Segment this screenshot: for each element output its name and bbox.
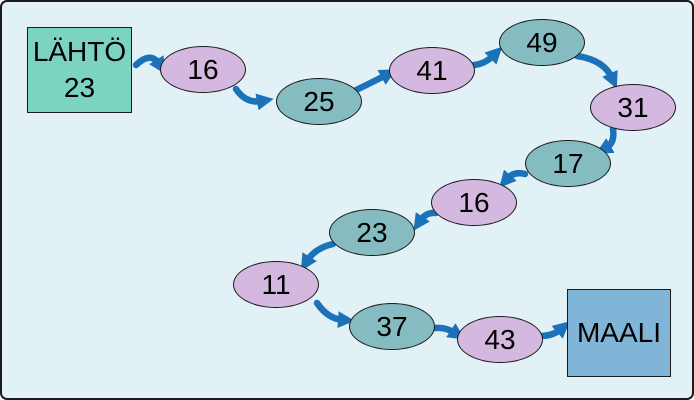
arrow-16-to-23	[413, 209, 440, 231]
node-label: 16	[187, 53, 219, 85]
node-43: 43	[457, 316, 543, 363]
node-17: 17	[525, 140, 611, 187]
arrow-17-to-16	[499, 169, 529, 188]
node-25: 25	[276, 78, 362, 125]
node-label: 25	[303, 85, 335, 117]
node-label: 31	[617, 91, 649, 123]
node-label: 17	[552, 147, 584, 179]
node-label: 41	[416, 54, 448, 86]
arrow-11-to-37	[313, 299, 355, 329]
arrow-31-to-17	[595, 125, 617, 154]
start-label: LÄHTÖ	[32, 35, 127, 67]
node-41: 41	[389, 47, 475, 94]
arrow-25-to-41	[350, 69, 397, 95]
arrow-49-to-31	[573, 52, 618, 89]
node-16-second: 16	[431, 179, 517, 226]
node-label: 37	[376, 310, 408, 342]
node-label: 16	[458, 186, 490, 218]
start-value: 23	[63, 72, 96, 103]
goal-label: MAALI	[576, 317, 662, 348]
node-23: 23	[329, 209, 415, 256]
node-37: 37	[349, 303, 435, 350]
node-label: 23	[356, 216, 388, 248]
node-label: 11	[261, 268, 291, 300]
node-49: 49	[499, 19, 585, 66]
arrow-16-to-25	[232, 85, 274, 111]
node-16-first: 16	[160, 46, 246, 93]
arrow-start-to-16	[132, 54, 166, 75]
arrow-41-to-49	[470, 46, 503, 69]
node-label: 49	[526, 26, 558, 58]
start-box: LÄHTÖ 23	[27, 27, 132, 113]
arrow-23-to-11	[300, 240, 337, 272]
arrow-37-to-43	[431, 323, 465, 340]
arrow-43-to-goal	[536, 321, 570, 340]
goal-box: MAALI	[567, 289, 671, 377]
node-31: 31	[590, 84, 676, 131]
node-label: 43	[484, 323, 516, 355]
node-11: 11	[233, 261, 319, 308]
